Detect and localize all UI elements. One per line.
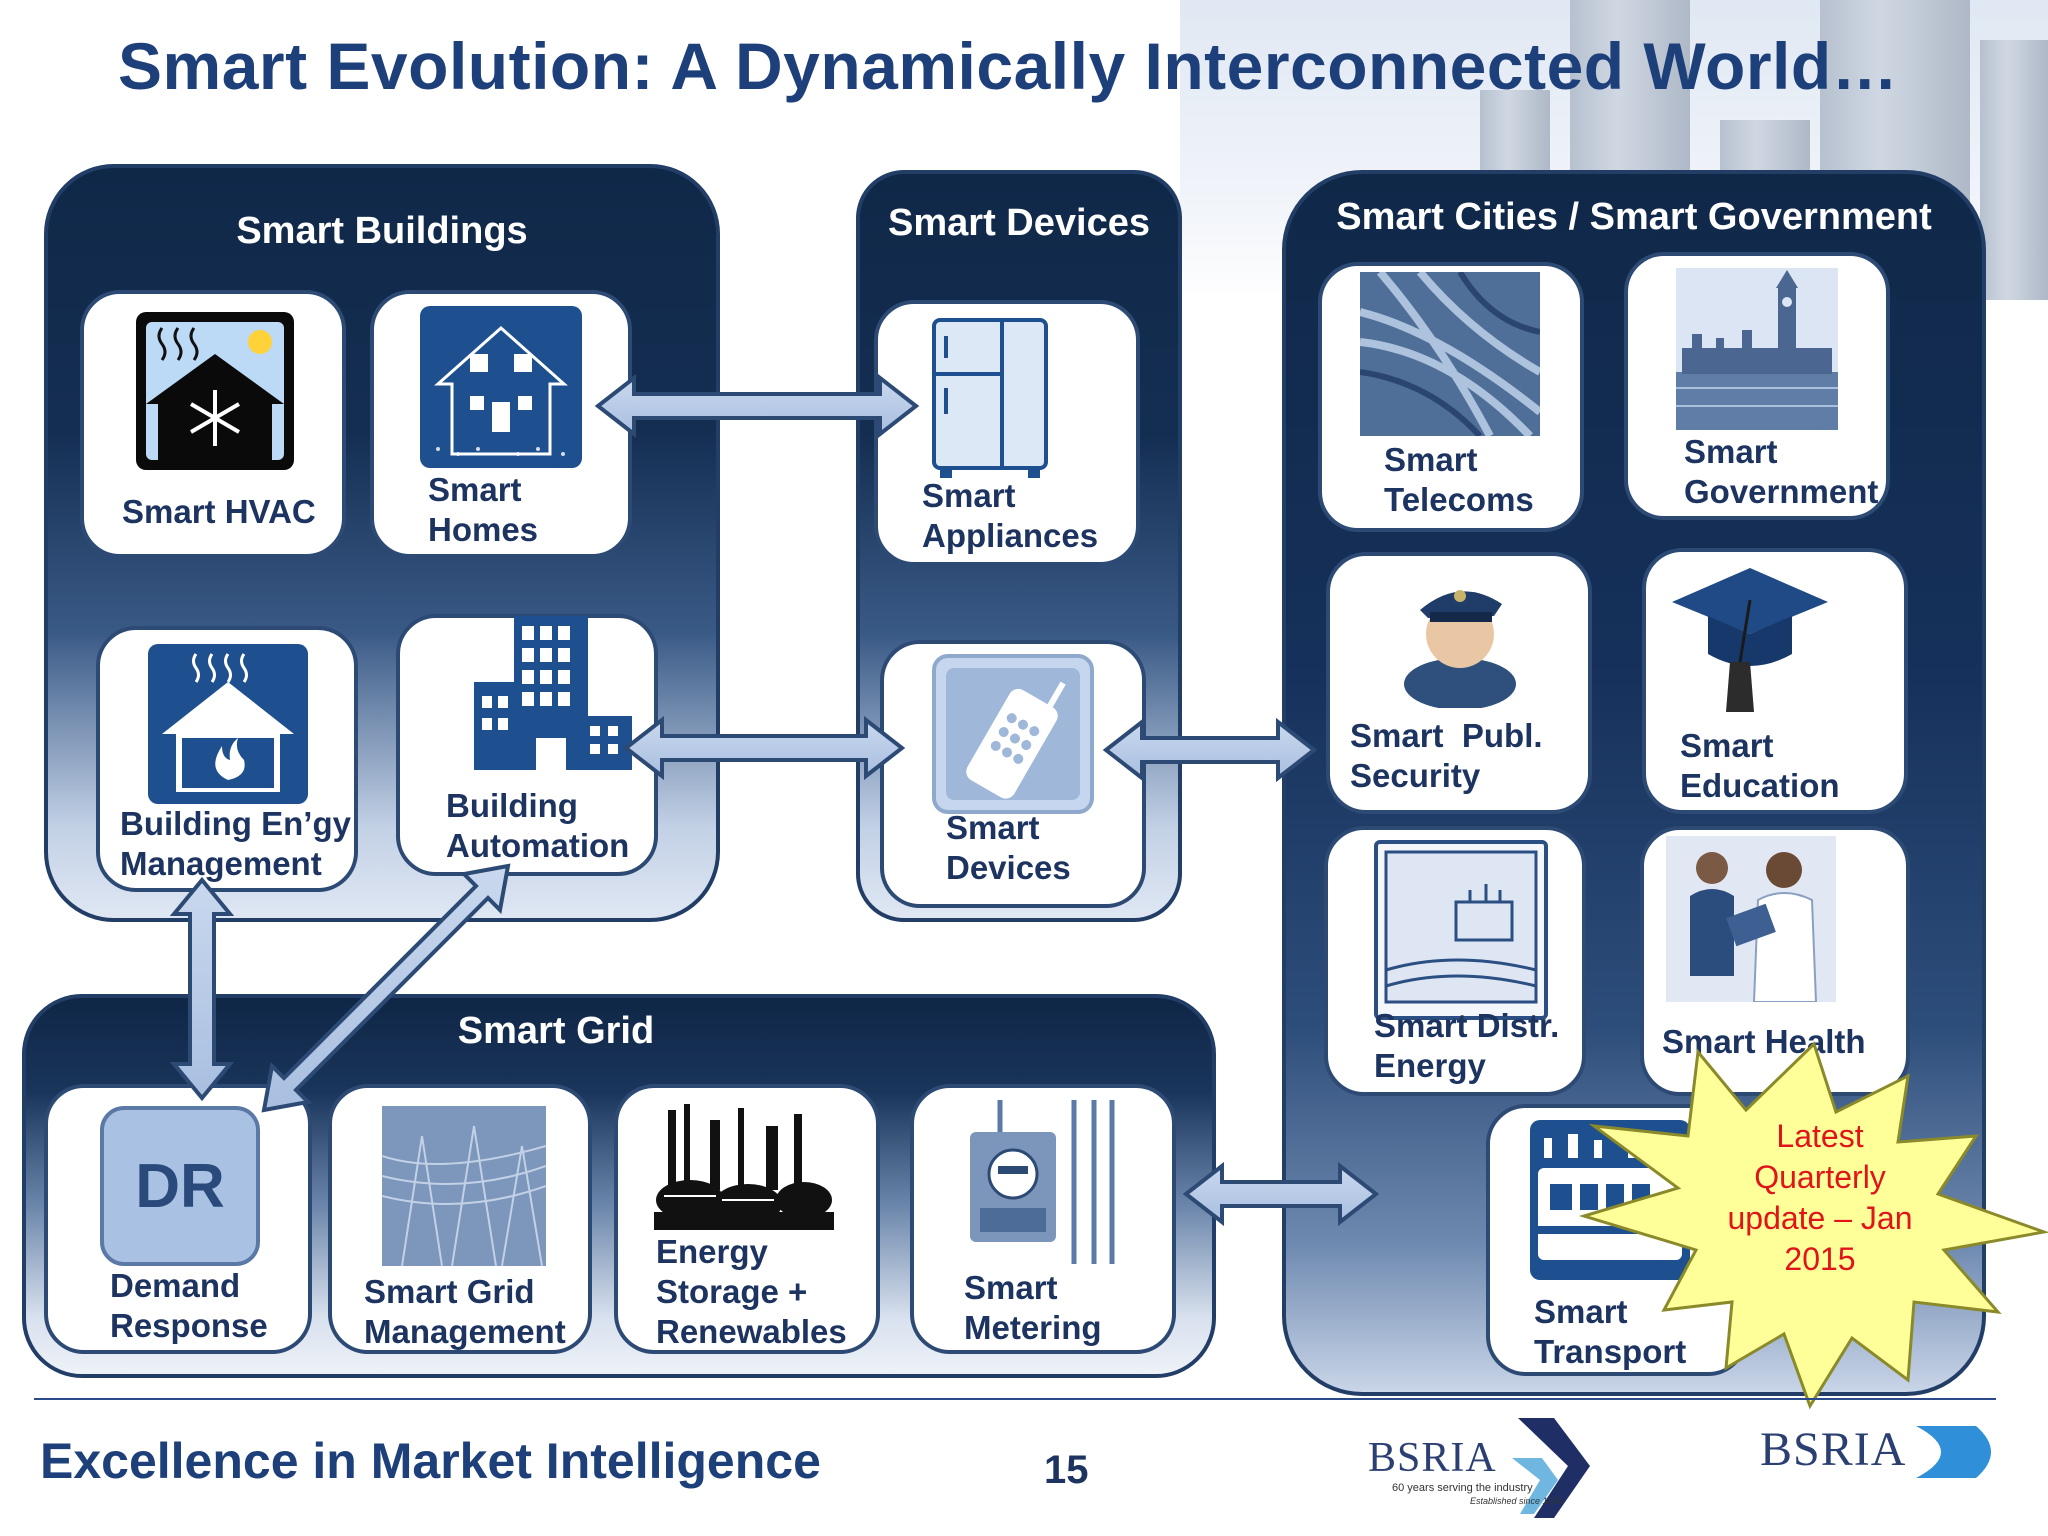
update-line-1: Latest	[1776, 1118, 1864, 1154]
arrow-devices-cities	[1102, 717, 1318, 783]
label-smart-distr-energy: Smart Distr. Energy	[1374, 1007, 1560, 1084]
label-building-automation: Building Automation	[446, 787, 630, 864]
update-line-2: Quarterly	[1754, 1159, 1886, 1195]
tile-smart-telecoms[interactable]: Smart Telecoms	[1318, 262, 1584, 532]
logo-b-name: BSRIA	[1760, 1423, 1907, 1476]
update-line-3: update – Jan	[1727, 1200, 1913, 1236]
tile-smart-public-security[interactable]: Smart Publ. Security	[1326, 552, 1592, 814]
label-building-energy-management: Building En’gy Management	[120, 805, 351, 882]
footer-tagline: Excellence in Market Intelligence	[40, 1433, 821, 1489]
arrow-automation-dr	[261, 863, 511, 1113]
label-smart-metering: Smart Metering	[964, 1269, 1102, 1346]
logo-a-sub: 60 years serving the industry	[1392, 1482, 1533, 1494]
update-line-4: 2015	[1784, 1241, 1856, 1277]
doctors-icon	[1666, 836, 1836, 1002]
house-icon	[420, 306, 582, 468]
police-officer-icon	[1404, 590, 1516, 708]
label-smart-hvac: Smart HVAC	[122, 493, 316, 530]
meter-icon	[970, 1100, 1115, 1264]
arrow-homes-appliances	[594, 373, 920, 439]
building-icon	[474, 616, 632, 770]
fridge-icon	[932, 318, 1048, 478]
tile-smart-distr-energy[interactable]: Smart Distr. Energy	[1324, 826, 1586, 1096]
telecom-cables-icon	[1360, 272, 1540, 436]
tile-building-energy-management[interactable]: Building En’gy Management	[96, 626, 358, 892]
dr-badge: DR	[100, 1106, 260, 1266]
power-lines-icon	[382, 1106, 546, 1266]
tile-demand-response[interactable]: DR Demand Response	[44, 1084, 312, 1354]
hvac-icon	[136, 312, 294, 470]
bsria-60-years-logo: BSRIA 60 years serving the industry Esta…	[1362, 1418, 1590, 1522]
label-smart-government: Smart Government	[1684, 433, 1879, 510]
tile-smart-education[interactable]: Smart Education	[1642, 548, 1908, 814]
update-starburst	[1578, 1041, 2048, 1410]
label-smart-public-security: Smart Publ. Security	[1350, 717, 1543, 794]
arrow-automation-devices	[622, 715, 906, 781]
arrow-metering-transport	[1182, 1161, 1380, 1227]
logo-a-sub2: Established since 1955	[1470, 1496, 1563, 1506]
label-energy-storage-renewables: Energy Storage + Renewables	[656, 1233, 847, 1350]
label-demand-response: Demand Response	[110, 1267, 268, 1344]
tile-smart-appliances[interactable]: Smart Appliances	[874, 300, 1140, 566]
label-smart-homes: Smart Homes	[428, 471, 539, 548]
group-title-buildings: Smart Buildings	[236, 210, 528, 252]
graduation-cap-icon	[1672, 568, 1828, 712]
tile-energy-storage-renewables[interactable]: Energy Storage + Renewables	[614, 1084, 880, 1354]
tile-smart-devices[interactable]: Smart Devices	[880, 640, 1146, 908]
group-title-cities: Smart Cities / Smart Government	[1336, 196, 1932, 238]
power-plant-icon	[1374, 840, 1548, 1020]
group-title-devices: Smart Devices	[888, 202, 1150, 244]
cellphone-icon	[932, 654, 1094, 814]
page-title: Smart Evolution: A Dynamically Interconn…	[118, 29, 1899, 103]
parliament-icon	[1676, 268, 1838, 430]
dr-badge-text: DR	[135, 1151, 225, 1221]
label-smart-telecoms: Smart Telecoms	[1384, 441, 1534, 518]
label-smart-transport: Smart Transport	[1534, 1293, 1687, 1370]
tile-building-automation[interactable]: Building Automation	[396, 614, 658, 876]
page-number: 15	[1044, 1448, 1089, 1492]
tile-smart-grid-management[interactable]: Smart Grid Management	[328, 1084, 592, 1354]
refinery-icon	[654, 1100, 834, 1230]
arrow-bem-dr	[169, 876, 235, 1102]
tile-smart-metering[interactable]: Smart Metering	[910, 1084, 1176, 1354]
tile-smart-government[interactable]: Smart Government	[1624, 252, 1890, 520]
update-text: Latest Quarterly update – Jan 2015	[1700, 1116, 1940, 1280]
tile-smart-homes[interactable]: Smart Homes	[370, 290, 632, 558]
label-smart-grid-management: Smart Grid Management	[364, 1273, 566, 1350]
logo-swoosh-icon	[1916, 1426, 1991, 1478]
flame-house-icon	[148, 644, 308, 804]
bsria-logo: BSRIA	[1756, 1416, 2006, 1486]
tile-smart-health[interactable]: Smart Health	[1640, 826, 1910, 1096]
label-smart-appliances: Smart Appliances	[922, 477, 1099, 554]
logo-a-name: BSRIA	[1368, 1435, 1497, 1481]
label-smart-health: Smart Health	[1662, 1023, 1866, 1060]
tile-smart-hvac[interactable]: Smart HVAC	[80, 290, 346, 558]
label-smart-education: Smart Education	[1680, 727, 1840, 804]
footer-divider	[34, 1398, 1996, 1400]
group-title-grid: Smart Grid	[457, 1010, 655, 1052]
label-smart-devices: Smart Devices	[946, 809, 1071, 886]
logo-chevron-icon	[1512, 1418, 1590, 1518]
